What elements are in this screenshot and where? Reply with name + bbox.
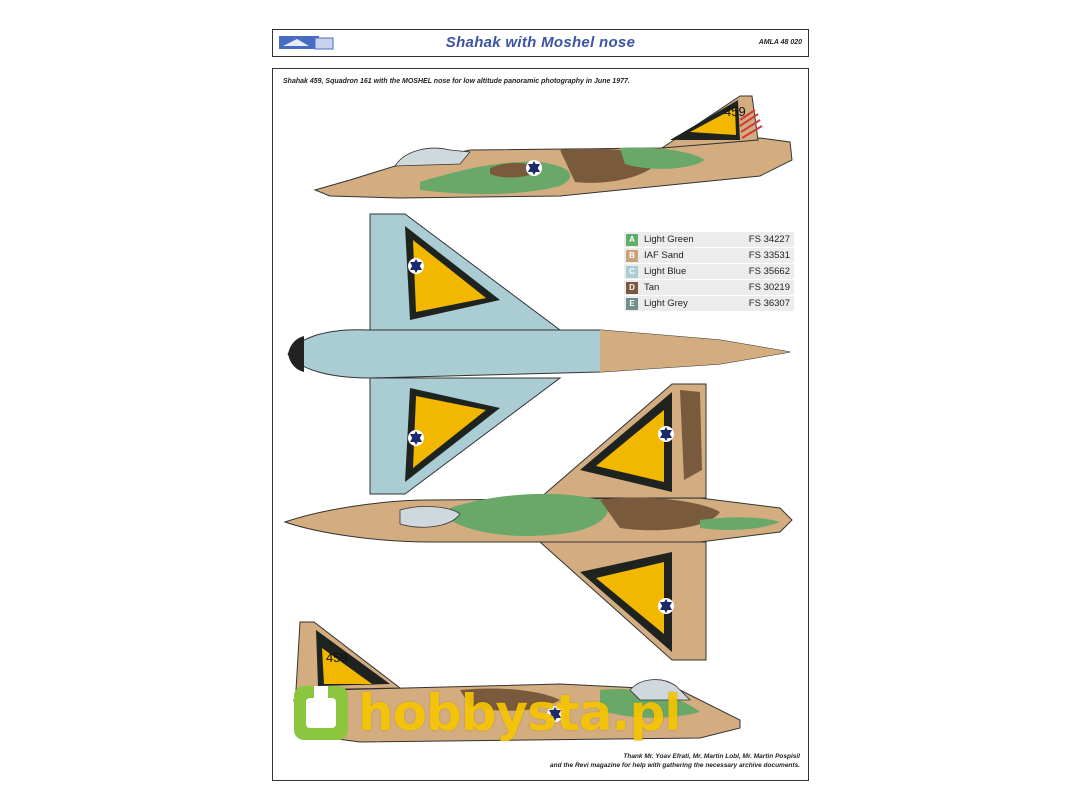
amla-logo-icon <box>279 36 334 50</box>
legend-row: D Tan FS 30219 <box>624 280 794 295</box>
watermark-text: hobbysta.pl <box>358 684 681 742</box>
credits-line: Thank Mr. Yoav Efrati, Mr. Martin Lobl, … <box>623 753 800 760</box>
legend-name: Light Grey <box>644 298 688 309</box>
legend-swatch: A <box>626 233 638 246</box>
watermark: hobbysta.pl <box>290 678 681 748</box>
legend-fs-code: FS 36307 <box>748 298 790 309</box>
legend-row: B IAF Sand FS 33531 <box>624 248 794 263</box>
side-profile-right: 459 <box>293 621 741 743</box>
legend-swatch: C <box>626 265 638 278</box>
top-view <box>283 383 793 661</box>
legend-swatch: D <box>626 281 638 294</box>
legend-row: E Light Grey FS 36307 <box>624 296 794 311</box>
legend-fs-code: FS 34227 <box>748 234 790 245</box>
legend-swatch: E <box>626 297 638 310</box>
credits: Thank Mr. Yoav Efrati, Mr. Martin Lobl, … <box>360 752 800 770</box>
legend-name: Light Blue <box>644 266 687 277</box>
legend-row: A Light Green FS 34227 <box>624 232 794 247</box>
legend-swatch: B <box>626 249 638 262</box>
page-title: Shahak with Moshel nose <box>445 34 636 51</box>
watermark-logo-icon <box>294 686 348 740</box>
legend-fs-code: FS 33531 <box>748 250 790 261</box>
caption-text: Shahak 459, Squadron 161 with the MOSHEL… <box>283 78 630 85</box>
legend-name: IAF Sand <box>644 250 684 261</box>
bottom-view <box>287 213 791 495</box>
color-legend: A Light Green FS 34227 B IAF Sand FS 335… <box>624 232 794 312</box>
product-code: AMLA 48 020 <box>758 39 802 46</box>
legend-name: Light Green <box>644 234 694 245</box>
legend-fs-code: FS 30219 <box>748 282 790 293</box>
legend-name: Tan <box>644 282 660 293</box>
tail-number-right: 459 <box>326 650 348 665</box>
tail-number: 459 <box>724 104 746 119</box>
legend-row: C Light Blue FS 35662 <box>624 264 794 279</box>
legend-fs-code: FS 35662 <box>748 266 790 277</box>
header-bar: Shahak with Moshel nose AMLA 48 020 <box>272 29 809 57</box>
side-profile-left: 459 <box>313 95 793 199</box>
credits-line: and the Revi magazine for help with gath… <box>550 762 800 769</box>
